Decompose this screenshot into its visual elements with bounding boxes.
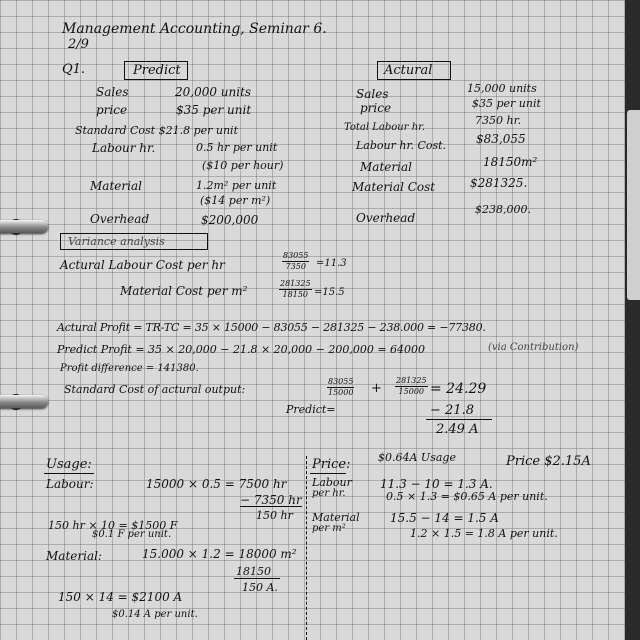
predict-profit-note: (via Contribution) [488,342,579,353]
actual-material-label: Material [360,160,412,174]
actual-heading-box [377,61,451,80]
usage-material-cost: 150 × 14 = $2100 A [58,590,183,604]
question-number: Q1. [62,62,86,77]
usage-labour-per-unit: $0.1 F per unit. [92,529,172,540]
standard-cost-numerator-2: 281325 [395,376,428,387]
usage-heading-underline [44,473,94,474]
standard-cost-fraction-2: 281325 15000 [395,377,428,396]
standard-cost-fraction-1: 83055 15000 [327,377,355,397]
subtraction-line [426,419,492,420]
usage-heading: Usage: [46,457,92,472]
predict-labour-value: 0.5 hr per unit [196,141,278,154]
page-edge [625,0,640,640]
actual-labour-hr-label: Total Labour hr. [344,122,425,133]
material-rate-result: =15.5 [314,287,345,298]
actual-labour-hr-value: 7350 hr. [475,114,522,127]
binder-ring-bottom [0,395,48,408]
actual-overhead-value: $238,000. [475,203,531,216]
predict-overhead-label: Overhead [90,212,150,226]
usage-material-subtract: 18150 [236,565,271,578]
price-material-label: Material [312,511,360,524]
usage-labour-cost: 150 hr × 10 = $1500 F [48,519,178,532]
price-labour-label-2: per hr. [312,488,346,499]
actual-labour-cost-value: $83,055 [476,132,526,146]
usage-variance-total: $0.64A Usage [378,451,456,464]
predict-labour-label: Labour hr. [92,141,156,155]
usage-material-label: Material: [46,549,102,563]
predict-sales-label: Sales [96,85,129,99]
actual-material-cost-value: $281325. [470,176,528,190]
price-variance-total: Price $2.15A [506,454,591,469]
labour-rate-fraction: 83055 7350 [282,251,310,271]
predict-labour-rate: ($10 per hour) [202,159,284,172]
actual-overhead-label: Overhead [356,211,416,225]
material-rate-label: Material Cost per m² [120,284,248,298]
profit-difference: Profit difference = 141380. [60,363,199,374]
predict-heading-box [124,61,188,80]
price-material-per-unit: 1.2 × 1.5 = 1.8 A per unit. [410,527,558,540]
labour-rate-result: =11.3 [316,258,347,269]
predict-value: − 21.8 [430,403,474,418]
predict-standard-cost: Standard Cost $21.8 per unit [75,124,238,137]
price-heading: Price: [312,457,351,472]
standard-cost-label: Standard Cost of actural output: [64,383,246,396]
variance-heading: Variance analysis [68,235,165,248]
labour-rate-denominator: 7350 [285,262,306,271]
usage-labour-label: Labour: [46,477,94,491]
usage-labour-subtract: − 7350 hr [240,493,302,507]
predict-heading: Predict [133,63,181,78]
predict-label: Predict= [286,403,336,416]
usage-labour-line [240,506,302,507]
actual-price-label: price [360,101,392,115]
standard-cost-numerator-1: 83055 [327,377,355,388]
actual-heading: Actural [384,63,433,78]
predict-price-value: $35 per unit [176,103,252,117]
usage-material-per-unit: $0.14 A per unit. [112,609,198,620]
usage-material-calc: 15.000 × 1.2 = 18000 m² [142,547,297,561]
date: 2/9 [68,37,89,52]
predict-sales-value: 20,000 units [175,85,252,99]
actual-labour-cost-label: Labour hr. Cost. [356,139,447,152]
actual-profit: Actural Profit = TR-TC = 35 × 15000 − 83… [57,321,486,334]
predict-price-label: price [96,103,128,117]
price-labour-label: Labour [312,476,352,489]
standard-cost-denominator-2: 15000 [398,387,424,396]
price-material-label-2: per m² [312,523,346,534]
actual-price-value: $35 per unit [472,97,541,110]
binder-ring-top [0,220,48,233]
predict-profit: Predict Profit = 35 × 20,000 − 21.8 × 20… [57,343,426,356]
price-labour-per-unit: 0.5 × 1.3 = $0.65 A per unit. [386,490,548,503]
material-rate-fraction: 281325 18150 [279,280,312,299]
actual-sales-value: 15,000 units [467,82,537,95]
usage-labour-calc: 15000 × 0.5 = 7500 hr [146,477,287,491]
standard-cost-result: = 24.29 [430,381,487,397]
column-divider [306,456,307,640]
actual-sales-label: Sales [356,87,389,101]
usage-material-diff: 150 A. [242,581,278,594]
predict-overhead-value: $200,000 [201,213,259,227]
price-heading-underline [310,473,346,474]
price-labour-calc: 11.3 − 10 = 1.3 A. [380,477,493,491]
predict-material-value: 1.2m² per unit [196,179,277,192]
page-title: Management Accounting, Seminar 6. [62,21,327,37]
labour-rate-label: Actural Labour Cost per hr [60,258,225,272]
material-rate-denominator: 18150 [282,290,308,299]
divider-tab [627,110,640,300]
standard-cost-plus: + [371,381,382,396]
predict-material-label: Material [90,179,142,193]
actual-material-value: 18150m² [483,155,538,169]
labour-rate-numerator: 83055 [282,251,310,262]
material-rate-numerator: 281325 [279,279,312,290]
standard-cost-denominator-1: 15000 [328,388,354,397]
usage-material-line [234,578,280,579]
notebook-page: Management Accounting, Seminar 6. 2/9 Q1… [0,0,625,640]
variance-heading-box [60,233,208,250]
difference-value: 2.49 A [436,422,479,437]
price-material-calc: 15.5 − 14 = 1.5 A [390,511,499,525]
predict-material-rate: ($14 per m²) [200,194,271,207]
actual-material-cost-label: Material Cost [352,180,436,194]
usage-labour-diff: 150 hr [256,509,293,522]
